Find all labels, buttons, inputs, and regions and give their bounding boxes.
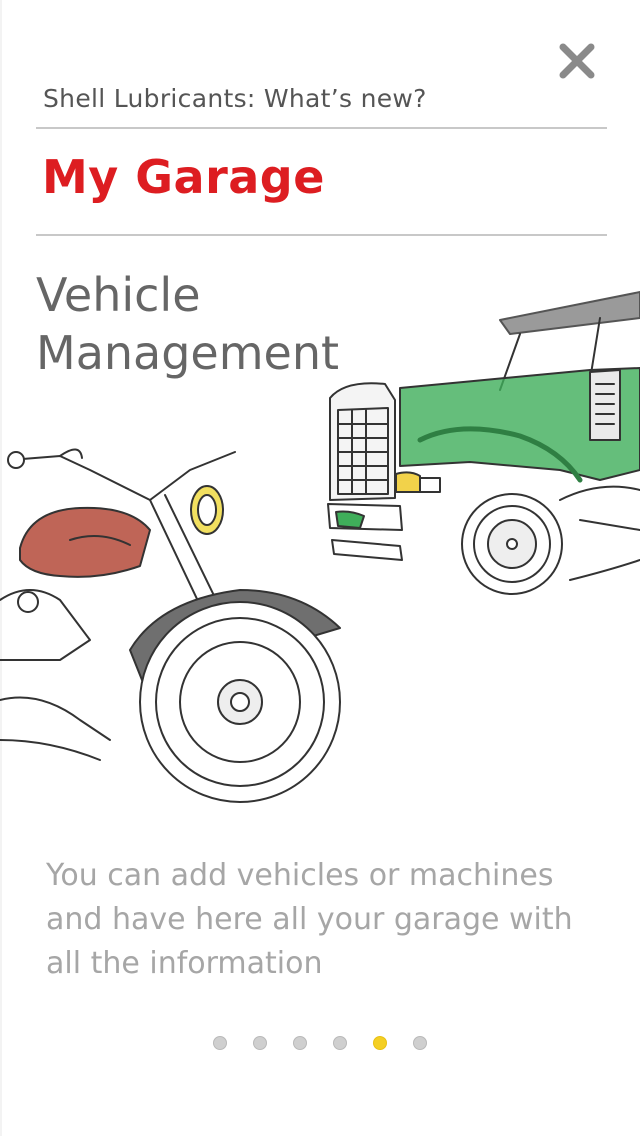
- top-divider: [36, 127, 607, 129]
- feature-title: Vehicle Management: [36, 266, 376, 382]
- truck-illustration: [327, 291, 640, 595]
- title-divider: [36, 234, 607, 236]
- page-title: My Garage: [42, 150, 325, 204]
- page-dot-1[interactable]: [213, 1036, 227, 1050]
- page-dot-3[interactable]: [293, 1036, 307, 1050]
- vehicles-illustration: [0, 291, 640, 803]
- motorcycle-illustration: [0, 448, 341, 803]
- page-dot-4[interactable]: [333, 1036, 347, 1050]
- page-indicator: [0, 1034, 640, 1054]
- feature-title-line-2: Management: [36, 326, 340, 380]
- page-dot-6[interactable]: [413, 1036, 427, 1050]
- app-subtitle: Shell Lubricants: What’s new?: [43, 84, 427, 113]
- feature-description: You can add vehicles or machines and hav…: [46, 858, 573, 981]
- screen-edge: [0, 0, 2, 1136]
- close-icon: [559, 43, 595, 79]
- page-dot-2[interactable]: [253, 1036, 267, 1050]
- close-button[interactable]: [554, 38, 600, 84]
- feature-title-line-1: Vehicle: [36, 268, 201, 322]
- page-dot-5-active[interactable]: [373, 1036, 387, 1050]
